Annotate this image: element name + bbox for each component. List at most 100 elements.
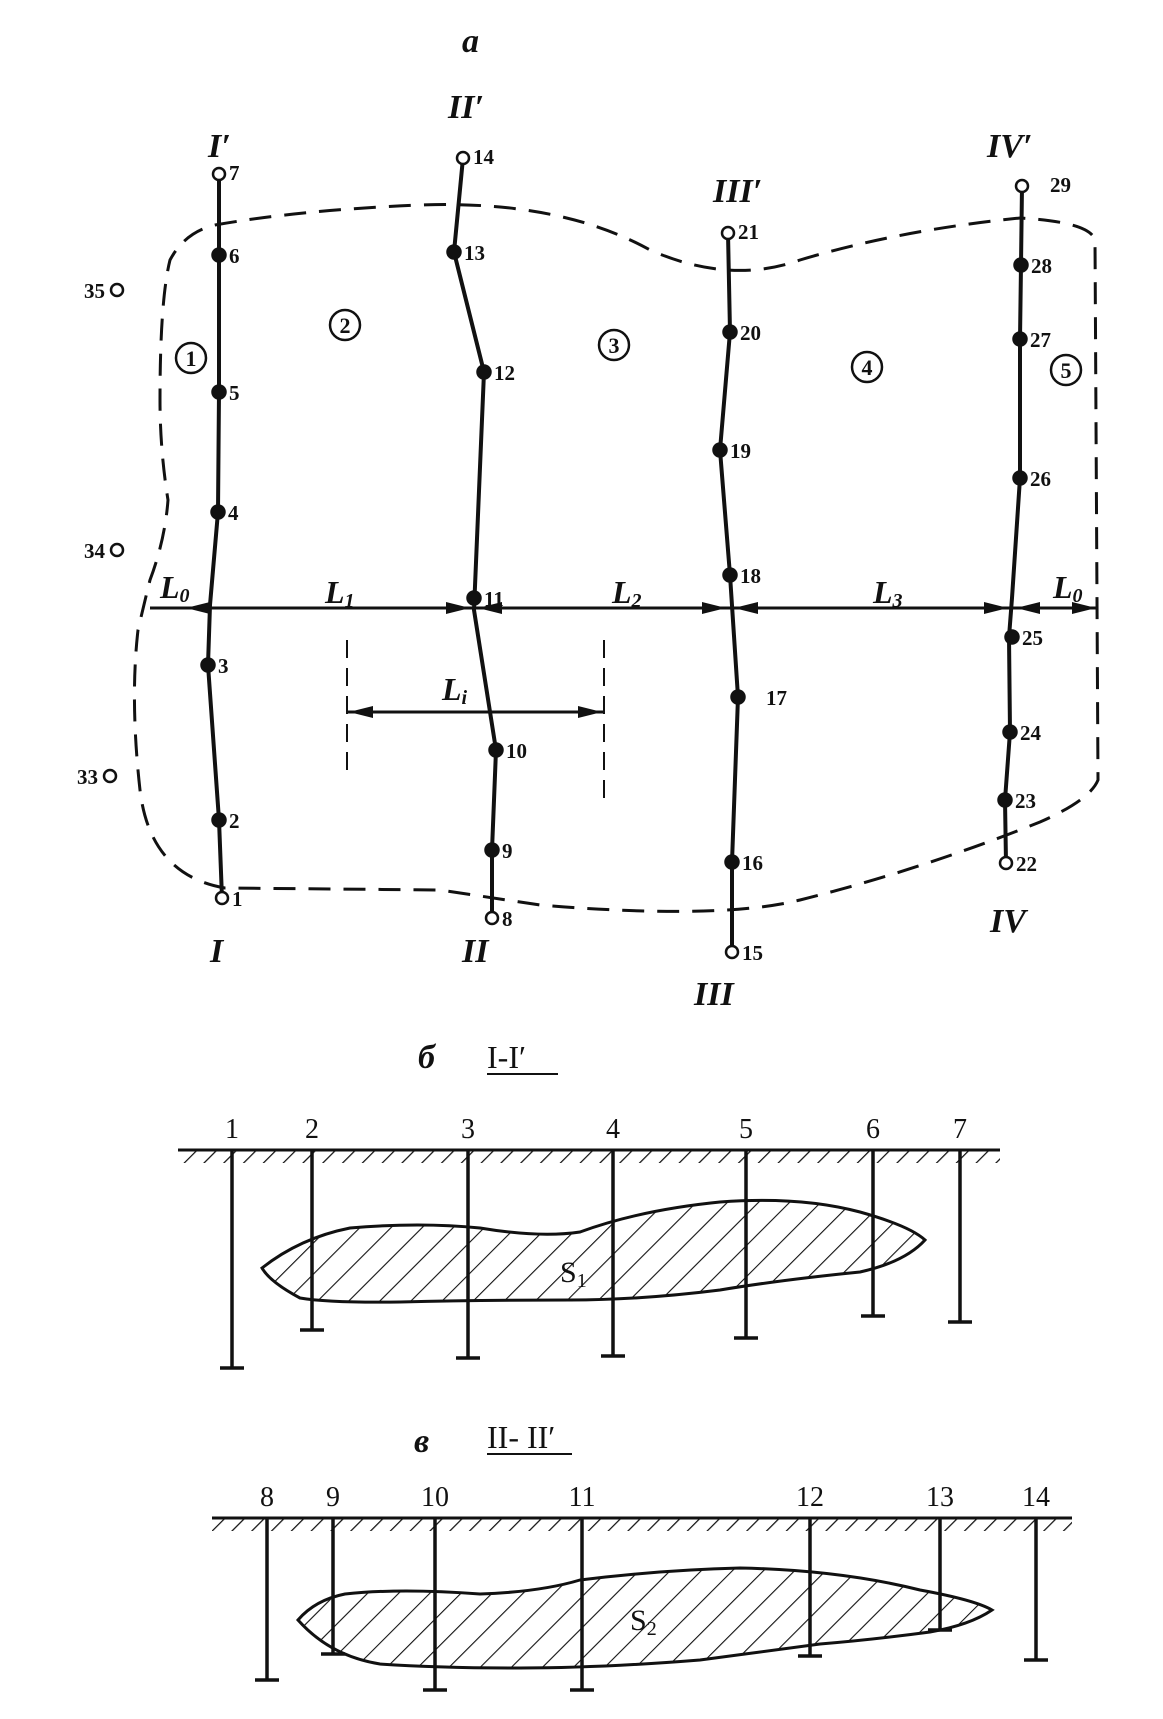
- section-2-well-label-10: 10: [421, 1482, 449, 1513]
- section-2-well-label-14: 14: [1022, 1482, 1050, 1513]
- well-label-1: 1: [232, 887, 243, 911]
- well-point-17: [730, 689, 746, 705]
- profile-line-I: [205, 174, 224, 899]
- section-1-title: I-I′: [487, 1039, 526, 1075]
- well-point-26: [1012, 470, 1028, 486]
- well-point-2: [211, 812, 227, 828]
- well-point-9: [484, 842, 500, 858]
- distance-l0-left: L0: [159, 569, 190, 607]
- well-point-24: [1002, 724, 1018, 740]
- well-point-15: [724, 944, 740, 960]
- li-arrow-right: [578, 706, 602, 718]
- well-label-10: 10: [506, 739, 527, 763]
- deposit-contour: [132, 203, 1100, 913]
- distance-l0-right: L0: [1052, 569, 1083, 607]
- well-point-4: [210, 504, 226, 520]
- well-label-26: 26: [1030, 467, 1051, 491]
- profile-I-top-label: I′: [207, 128, 231, 165]
- section-2-well-label-8: 8: [260, 1482, 274, 1513]
- well-label-2: 2: [229, 809, 240, 833]
- well-point-19: [712, 442, 728, 458]
- section-1-ground-hatch: [178, 1150, 1000, 1163]
- well-label-29: 29: [1050, 173, 1071, 197]
- well-label-9: 9: [502, 839, 513, 863]
- well-point-1: [214, 890, 230, 906]
- section-2-ground-hatch: [212, 1518, 1072, 1531]
- panel-c-letter: в: [414, 1423, 429, 1460]
- well-point-3: [200, 657, 216, 673]
- well-label-3: 3: [218, 654, 229, 678]
- well-point-8: [484, 910, 500, 926]
- profile-II-top-label: II′: [447, 89, 484, 126]
- well-point-14: [455, 150, 471, 166]
- svg-text:1: 1: [186, 346, 197, 371]
- well-point-13: [446, 244, 462, 260]
- section-2-well-label-12: 12: [796, 1482, 824, 1513]
- well-label-8: 8: [502, 907, 513, 931]
- well-label-19: 19: [730, 439, 751, 463]
- well-label-25: 25: [1022, 626, 1043, 650]
- profile-III-top-label: III′: [712, 173, 762, 210]
- section-1-well-label-6: 6: [866, 1114, 880, 1145]
- plan-view: а 12345678910111213141516171819202122232…: [77, 23, 1100, 1013]
- section-1-well-label-3: 3: [461, 1114, 475, 1145]
- well-label-34: 34: [84, 539, 106, 563]
- li-arrow-left: [349, 706, 373, 718]
- profile-line-II: [451, 157, 499, 918]
- well-label-23: 23: [1015, 789, 1036, 813]
- well-label-15: 15: [742, 941, 763, 965]
- plan-points: 1234567891011121314151617181920212223242…: [77, 145, 1071, 965]
- section-1-well-label-5: 5: [739, 1114, 753, 1145]
- profile-II-bottom-label: II: [461, 933, 490, 970]
- well-label-35: 35: [84, 279, 105, 303]
- svg-text:3: 3: [609, 333, 620, 358]
- well-label-17: 17: [766, 686, 787, 710]
- profile-IV-bottom-label: IV: [989, 903, 1028, 940]
- block-5: 5: [1049, 353, 1083, 387]
- well-label-4: 4: [228, 501, 239, 525]
- well-point-25: [1004, 629, 1020, 645]
- svg-text:4: 4: [862, 355, 873, 380]
- well-point-35: [109, 282, 125, 298]
- well-point-16: [724, 854, 740, 870]
- well-label-16: 16: [742, 851, 763, 875]
- well-point-21: [720, 225, 736, 241]
- well-point-29: [1014, 178, 1030, 194]
- section-2-title: II- II′: [487, 1419, 555, 1455]
- profile-I-bottom-label: I: [209, 933, 225, 970]
- well-label-33: 33: [77, 765, 98, 789]
- section-1-well-label-2: 2: [305, 1114, 319, 1145]
- block-4: 4: [850, 350, 884, 384]
- profile-III-bottom-label: III: [693, 976, 735, 1013]
- well-point-11: [466, 590, 482, 606]
- section-2-well-label-9: 9: [326, 1482, 340, 1513]
- section-1-well-label-7: 7: [953, 1114, 967, 1145]
- section-1-well-label-1: 1: [225, 1114, 239, 1145]
- well-label-5: 5: [229, 381, 240, 405]
- well-label-6: 6: [229, 244, 240, 268]
- well-label-11: 11: [484, 587, 504, 611]
- well-label-14: 14: [473, 145, 495, 169]
- well-label-18: 18: [740, 564, 761, 588]
- well-point-7: [211, 166, 227, 182]
- well-label-28: 28: [1031, 254, 1052, 278]
- well-label-22: 22: [1016, 852, 1037, 876]
- well-point-22: [998, 855, 1014, 871]
- block-3: 3: [597, 328, 631, 362]
- distance-l1: L1: [324, 574, 355, 612]
- distance-l3: L3: [872, 574, 903, 612]
- distance-l2: L2: [611, 574, 642, 612]
- well-label-7: 7: [229, 161, 240, 185]
- block-1: 1: [174, 341, 208, 375]
- ore-body-s1-label: S1: [560, 1256, 587, 1292]
- distance-li: Li: [441, 671, 468, 709]
- svg-text:2: 2: [340, 313, 351, 338]
- ore-body-s2-label: S2: [630, 1604, 657, 1640]
- well-point-10: [488, 742, 504, 758]
- profile-line-IV: [1002, 185, 1024, 864]
